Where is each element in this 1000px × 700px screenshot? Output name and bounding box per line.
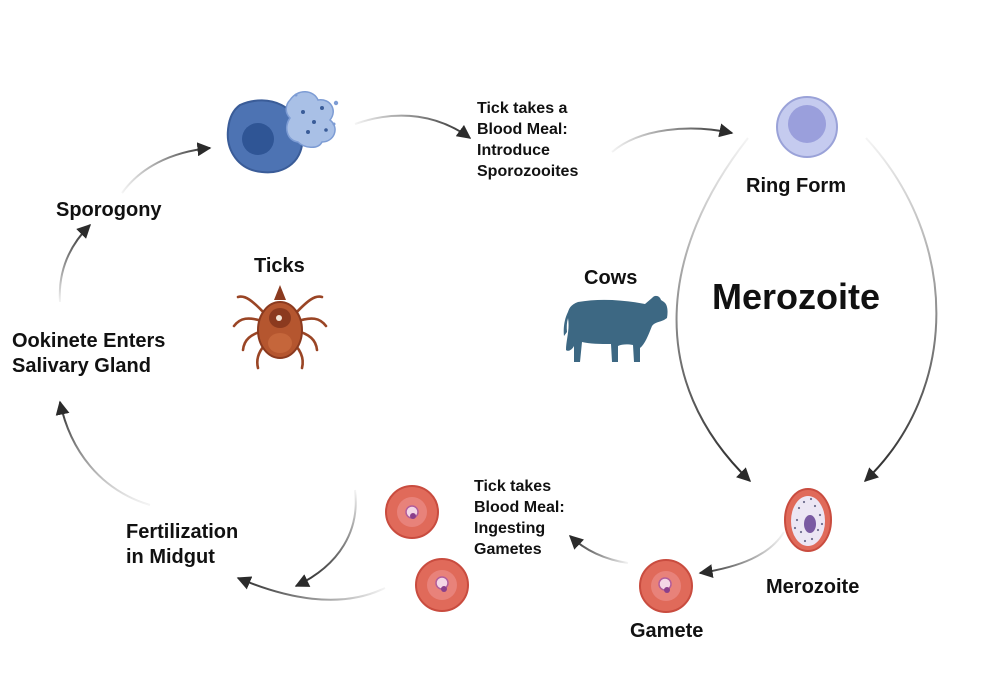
arrow-sporozoite-to-bloodmeal xyxy=(354,114,472,139)
arrow-merozoite-to-gamete xyxy=(698,531,785,579)
label-fertilization: Fertilization in Midgut xyxy=(126,520,238,570)
label-line: Introduce xyxy=(477,142,550,159)
label-line: Tick takes xyxy=(474,478,552,495)
label-tick-blood-meal-ingest: Tick takes Blood Meal: Ingesting Gametes xyxy=(474,476,565,560)
label-line: Blood Meal: xyxy=(474,499,565,516)
gamete-rbc-icon xyxy=(639,559,693,613)
label-merozoite: Merozoite xyxy=(766,576,860,598)
arrow-ookinete-to-sporogony xyxy=(58,224,91,303)
label-line: Blood Meal: xyxy=(477,121,568,138)
arrow-ringform-to-merozoite-right xyxy=(863,137,938,482)
sporozoite-cell-icon xyxy=(226,91,339,174)
label-line: Ookinete Enters xyxy=(12,330,166,352)
label-line: Fertilization xyxy=(126,521,239,543)
ring-form-cell-icon xyxy=(776,96,838,158)
arrow-sporogony-to-sporozoite xyxy=(121,142,212,194)
cycle-arrows xyxy=(55,114,938,601)
label-gamete: Gamete xyxy=(630,620,704,642)
label-line: Tick takes a xyxy=(477,100,568,117)
label-tick-blood-meal-introduce: Tick takes a Blood Meal: Introduce Sporo… xyxy=(477,98,578,182)
rbc-icon xyxy=(415,558,469,612)
cow-icon xyxy=(563,295,668,362)
label-merozoite-title: Merozoite xyxy=(712,276,881,317)
tick-icon xyxy=(232,285,328,370)
rbc-icon xyxy=(385,485,439,539)
label-line: Ingesting xyxy=(474,520,546,537)
label-ticks: Ticks xyxy=(254,255,305,277)
arrow-gamete-to-bloodmeal xyxy=(568,535,629,564)
arrow-ringform-to-merozoite-left xyxy=(675,137,752,482)
label-line: Gametes xyxy=(474,541,542,558)
arrow-bloodmeal-to-ringform xyxy=(611,123,734,153)
label-cows: Cows xyxy=(584,267,638,289)
arrow-rbc-to-fertilization-lower xyxy=(236,576,386,601)
merozoite-cell-icon xyxy=(784,488,832,552)
label-sporogony: Sporogony xyxy=(56,199,162,221)
label-line: Salivary Gland xyxy=(12,355,151,377)
label-ookinete: Ookinete Enters Salivary Gland xyxy=(12,329,165,379)
label-line: Sporozooites xyxy=(477,163,579,180)
arrow-rbc-to-fertilization-upper xyxy=(294,489,357,587)
label-ring-form: Ring Form xyxy=(746,175,846,197)
arrow-fertilization-to-ookinete xyxy=(55,400,151,506)
label-line: in Midgut xyxy=(126,546,215,568)
